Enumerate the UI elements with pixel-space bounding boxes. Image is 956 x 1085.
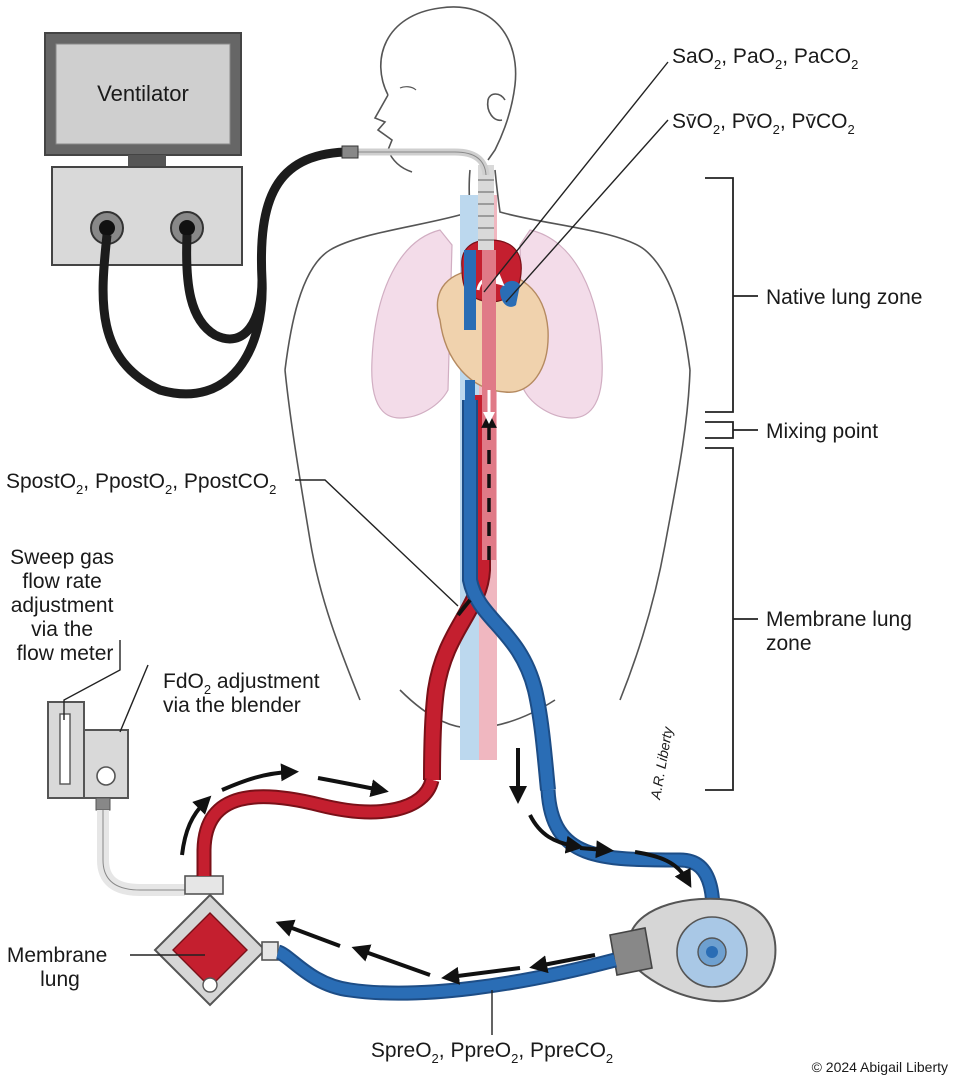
sweep-gas-line — [97, 810, 185, 896]
native-lung-zone-label: Native lung zone — [766, 286, 922, 309]
ventilator[interactable] — [44, 32, 243, 266]
zone-brackets — [705, 177, 758, 791]
cannula-tip — [456, 598, 472, 617]
flow-meter-blender[interactable] — [47, 701, 129, 811]
circuit-flow-arrows — [180, 748, 692, 985]
artist-signature: A.R. Liberty — [647, 725, 676, 802]
endotracheal-tube — [355, 148, 490, 176]
centrifugal-pump[interactable] — [609, 897, 777, 1003]
fdo2-label-line2: via the blender — [163, 694, 301, 717]
trachea — [478, 165, 494, 250]
sweep-gas-label: Sweep gas flow rate adjustment via the f… — [10, 546, 120, 665]
copyright-notice: © 2024 Abigail Liberty — [812, 1059, 948, 1075]
membrane-lung-label: Membrane lung — [7, 944, 113, 991]
leader-lines — [63, 61, 669, 1035]
arterial-gas-label: SaO2, PaO2, PaCO2 — [672, 45, 858, 72]
ventilator-label: Ventilator — [97, 81, 189, 106]
return-tube — [198, 778, 438, 876]
venous-gas-label: Sv̄O2, Pv̄O2, Pv̄CO2 — [672, 110, 855, 137]
pre-oxygenator-gas-label: SpreO2, PpreO2, PpreCO2 — [371, 1039, 613, 1066]
pre-membrane-tube — [275, 946, 617, 999]
membrane-lung-zone-label: Membrane lung zone — [766, 608, 918, 655]
fdo2-label: FdO2 adjustment — [163, 670, 320, 697]
ventilator-circuit-tube-1 — [98, 147, 346, 399]
membrane-lung[interactable] — [153, 875, 279, 1007]
post-oxygenator-gas-label: SpostO2, PpostO2, PpostCO2 — [6, 470, 276, 497]
mixing-point-label: Mixing point — [766, 420, 878, 443]
vena-cava — [464, 400, 554, 791]
eye-line — [399, 86, 417, 91]
ventilator-circuit-tube-2 — [182, 234, 267, 344]
